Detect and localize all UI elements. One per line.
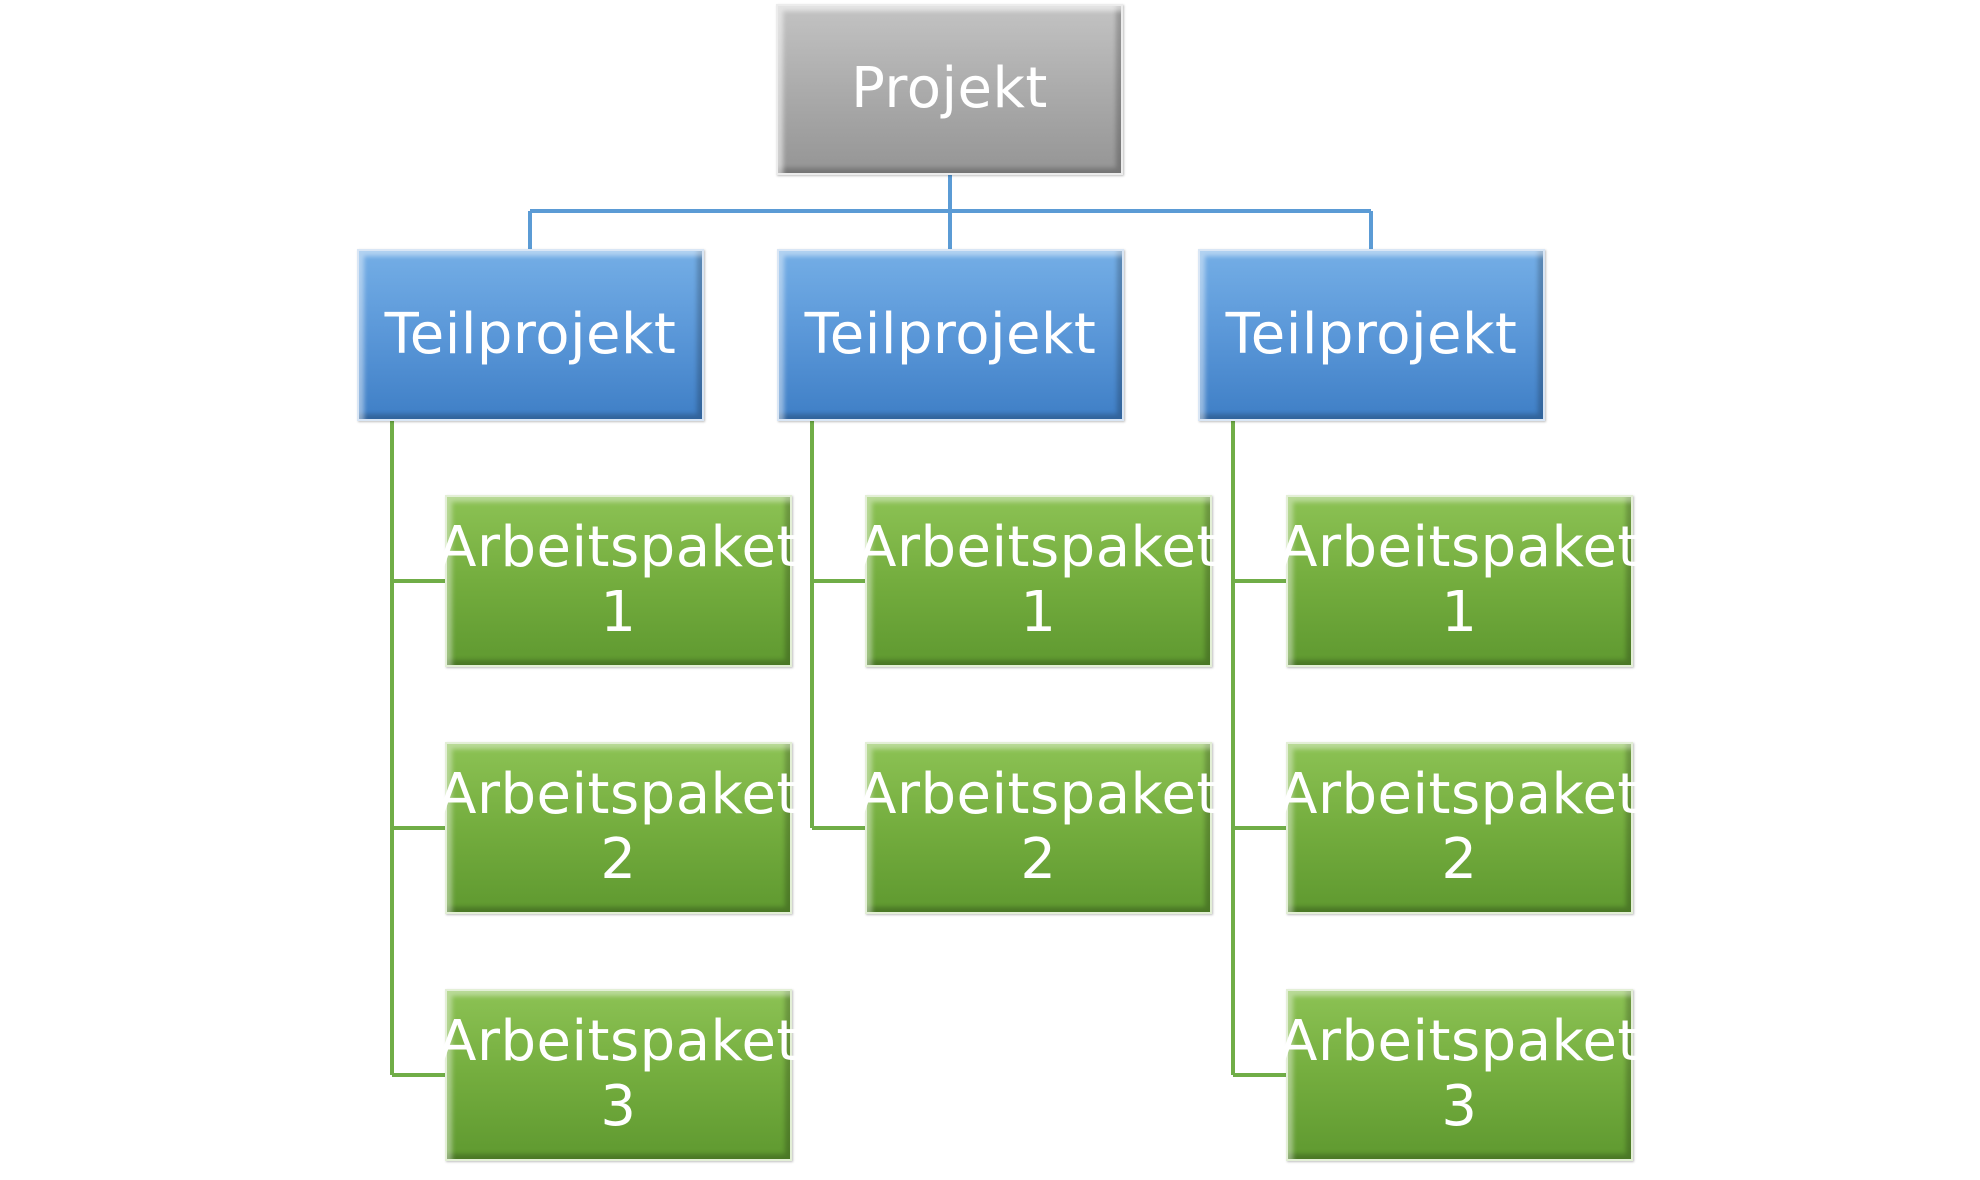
subproject-node-1[interactable]: Teilprojekt xyxy=(357,249,704,421)
work-package-number: 3 xyxy=(1441,1074,1478,1139)
subproject-2-connectors xyxy=(810,421,865,830)
subproject-label: Teilprojekt xyxy=(1225,301,1518,367)
work-package-node-2-2[interactable]: Arbeitspaket 2 xyxy=(858,742,1218,914)
work-package-node-1-3[interactable]: Arbeitspaket 3 xyxy=(438,989,798,1161)
work-package-number: 2 xyxy=(1020,827,1057,892)
work-package-number: 2 xyxy=(1441,827,1478,892)
work-package-number: 1 xyxy=(1441,580,1478,645)
work-package-node-2-1[interactable]: Arbeitspaket 1 xyxy=(858,495,1218,667)
work-package-node-1-1[interactable]: Arbeitspaket 1 xyxy=(438,495,798,667)
work-package-label: Arbeitspaket xyxy=(858,515,1219,581)
project-label: Projekt xyxy=(851,56,1048,122)
work-package-number: 2 xyxy=(600,827,637,892)
work-package-label: Arbeitspaket xyxy=(1279,515,1640,581)
project-node[interactable]: Projekt xyxy=(776,4,1123,175)
subproject-node-3[interactable]: Teilprojekt xyxy=(1198,249,1545,421)
work-package-label: Arbeitspaket xyxy=(1279,762,1640,828)
work-package-node-3-2[interactable]: Arbeitspaket 2 xyxy=(1279,742,1639,914)
work-package-number: 1 xyxy=(600,580,637,645)
work-package-label: Arbeitspaket xyxy=(438,762,799,828)
subproject-1-connectors xyxy=(390,421,445,1077)
subproject-label: Teilprojekt xyxy=(804,301,1097,367)
work-package-label: Arbeitspaket xyxy=(858,762,1219,828)
subproject-node-2[interactable]: Teilprojekt xyxy=(777,249,1124,421)
work-package-label: Arbeitspaket xyxy=(438,515,799,581)
subproject-3-connectors xyxy=(1231,421,1286,1077)
root-connectors xyxy=(528,175,1373,249)
work-package-node-1-2[interactable]: Arbeitspaket 2 xyxy=(438,742,798,914)
work-package-node-3-1[interactable]: Arbeitspaket 1 xyxy=(1279,495,1639,667)
work-package-number: 1 xyxy=(1020,580,1057,645)
subproject-label: Teilprojekt xyxy=(384,301,677,367)
work-package-label: Arbeitspaket xyxy=(1279,1009,1640,1075)
work-package-number: 3 xyxy=(600,1074,637,1139)
work-package-label: Arbeitspaket xyxy=(438,1009,799,1075)
work-package-node-3-3[interactable]: Arbeitspaket 3 xyxy=(1279,989,1639,1161)
